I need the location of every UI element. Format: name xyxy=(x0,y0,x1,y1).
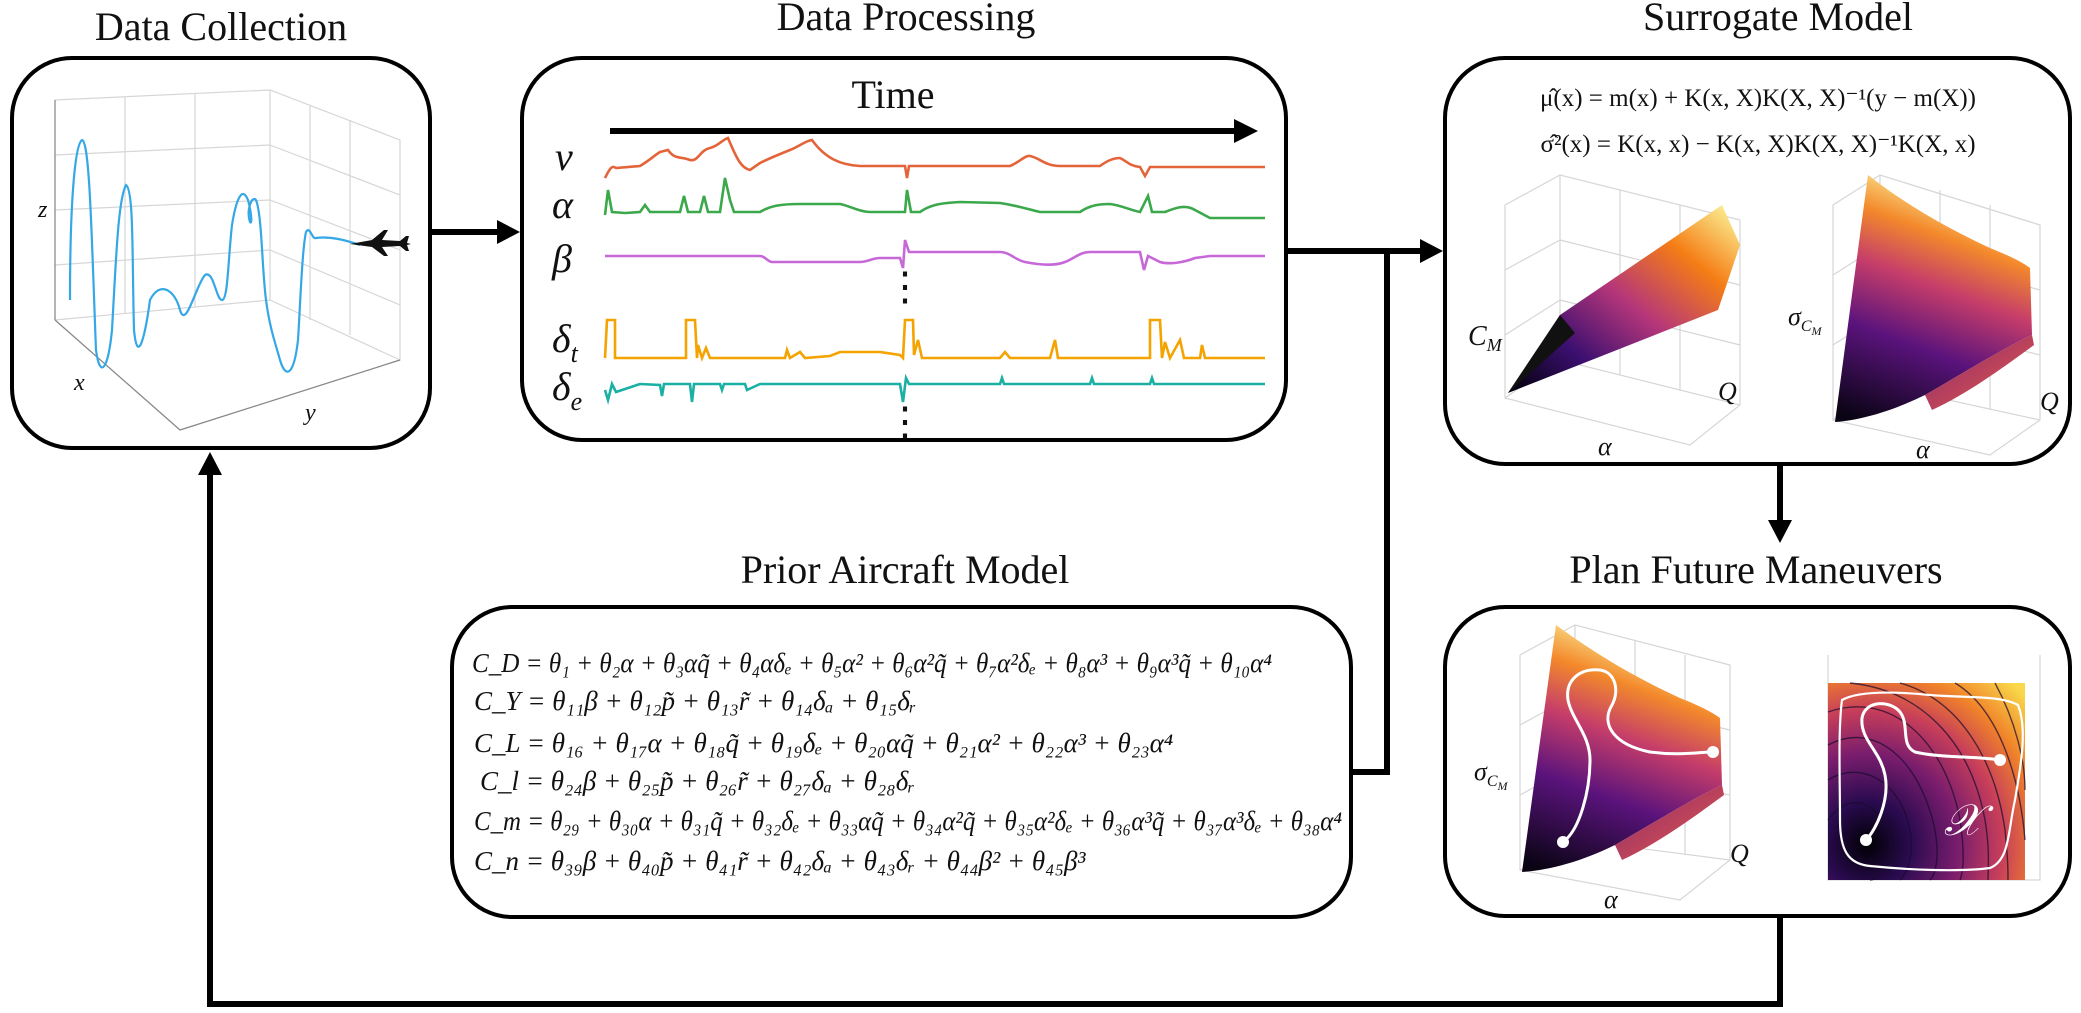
section-title: Data Collection xyxy=(95,4,347,49)
axis-label-x: x xyxy=(73,370,85,396)
section-title: Prior Aircraft Model xyxy=(741,547,1070,592)
section-title: Surrogate Model xyxy=(1643,0,1913,39)
ellipsis-marker: ⋮ xyxy=(885,399,925,444)
prior-model-panel xyxy=(450,605,1353,919)
contour-map xyxy=(1828,683,2025,880)
flow-arrows xyxy=(198,220,1792,1007)
signal-traces xyxy=(603,136,1265,405)
path-start-point xyxy=(1557,836,1569,848)
axis-label-z: z xyxy=(37,197,48,223)
signal-trace-delta-e xyxy=(603,373,1265,405)
signal-label-alpha: α xyxy=(552,182,574,227)
signal-label-v: v xyxy=(555,134,573,179)
surrogate-model-section: Surrogate Model μ̂(x) = m(x) + K(x, X)K(… xyxy=(1443,0,2072,466)
contour-lines xyxy=(1827,682,2026,881)
flight-trajectory xyxy=(68,138,361,373)
path-start-point xyxy=(1860,834,1872,846)
signal-label-delta-e: δe xyxy=(552,364,582,416)
arrowhead xyxy=(198,452,222,475)
equation-c-roll: C_l = θ₂₄β + θ₂₅p̃ + θ₂₆r̃ + θ₂₇δₐ + θ₂₈… xyxy=(480,766,915,796)
xlabel-alpha: α xyxy=(1916,435,1931,464)
xlabel-alpha: α xyxy=(1604,885,1619,914)
ylabel-q: Q xyxy=(2040,387,2059,416)
equation-cl: C_L = θ₁₆ + θ₁₇α + θ₁₈q̃ + θ₁₉δₑ + θ₂₀αq… xyxy=(474,728,1173,758)
plan-maneuvers-section: Plan Future Maneuvers σCM α Q xyxy=(1443,547,2072,918)
data-processing-section: Data Processing Time v α β δt δe ⋮ ⋮ xyxy=(520,0,1288,444)
signal-labels: v α β δt δe xyxy=(551,134,582,416)
time-label: Time xyxy=(851,72,934,117)
section-title: Data Processing xyxy=(777,0,1036,39)
signal-trace-beta xyxy=(605,239,1265,271)
contour-maneuver-path xyxy=(1860,702,2001,842)
signal-label-delta-t: δt xyxy=(552,316,579,368)
equation-cn: C_n = θ₃₉β + θ₄₀p̃ + θ₄₁r̃ + θ₄₂δₐ + θ₄₃… xyxy=(474,846,1086,876)
gp-variance-equation: σ̂²(x) = K(x, x) − K(x, X)K(X, X)⁻¹K(X, … xyxy=(1540,131,1975,158)
feasible-region-boundary xyxy=(1838,691,2024,872)
surrogate-variance-plot: σCM α Q xyxy=(1788,174,2059,464)
signal-trace-alpha xyxy=(603,177,1265,220)
arrow-plan-to-collection xyxy=(207,470,1783,1007)
ellipsis-marker: ⋮ xyxy=(885,264,925,309)
prior-model-section: Prior Aircraft Model C_D = θ₁ + θ₂α + θ₃… xyxy=(450,547,1353,919)
arrow-prior-to-surrogate xyxy=(1353,251,1390,775)
variance-surface xyxy=(1835,175,2032,422)
planned-maneuver-path xyxy=(1562,668,1713,844)
section-title: Plan Future Maneuvers xyxy=(1569,547,1942,592)
mean-surface xyxy=(1508,205,1740,393)
arrowhead xyxy=(1768,520,1792,543)
xlabel-alpha: α xyxy=(1598,432,1613,461)
signal-trace-v xyxy=(603,136,1265,179)
arrowhead xyxy=(1234,119,1258,143)
equation-cy: C_Y = θ₁₁β + θ₁₂p̃ + θ₁₃r̃ + θ₁₄δₐ + θ₁₅… xyxy=(474,686,916,716)
signal-label-beta: β xyxy=(551,236,572,281)
ylabel-q: Q xyxy=(1718,377,1737,406)
ylabel-q: Q xyxy=(1730,839,1749,868)
gp-mean-equation: μ̂(x) = m(x) + K(x, X)K(X, X)⁻¹(y − m(X)… xyxy=(1540,85,1976,112)
aero-coefficient-equations: C_D = θ₁ + θ₂α + θ₃αq̃ + θ₄αδₑ + θ₅α² + … xyxy=(472,648,1342,876)
data-collection-section: Data Collection z x y xyxy=(10,4,432,450)
path-end-point xyxy=(1707,746,1719,758)
equation-cd: C_D = θ₁ + θ₂α + θ₃αq̃ + θ₄αδₑ + θ₅α² + … xyxy=(472,648,1272,678)
planning-surface-plot: σCM α Q xyxy=(1474,624,1749,914)
3d-axes-box xyxy=(54,89,401,431)
planning-variance-surface xyxy=(1522,625,1722,872)
surrogate-mean-plot: CM α Q xyxy=(1468,174,1741,461)
path-end-point xyxy=(1994,754,2006,766)
arrowhead xyxy=(497,220,520,244)
aircraft-icon xyxy=(350,230,411,256)
planning-contour-plot: 𝒳 xyxy=(1827,655,2041,881)
signal-trace-delta-t xyxy=(603,318,1265,362)
arrowhead xyxy=(1420,239,1443,263)
equation-cm: C_m = θ₂₉ + θ₃₀α + θ₃₁q̃ + θ₃₂δₑ + θ₃₃αq… xyxy=(474,806,1342,836)
axis-label-y: y xyxy=(303,400,316,426)
